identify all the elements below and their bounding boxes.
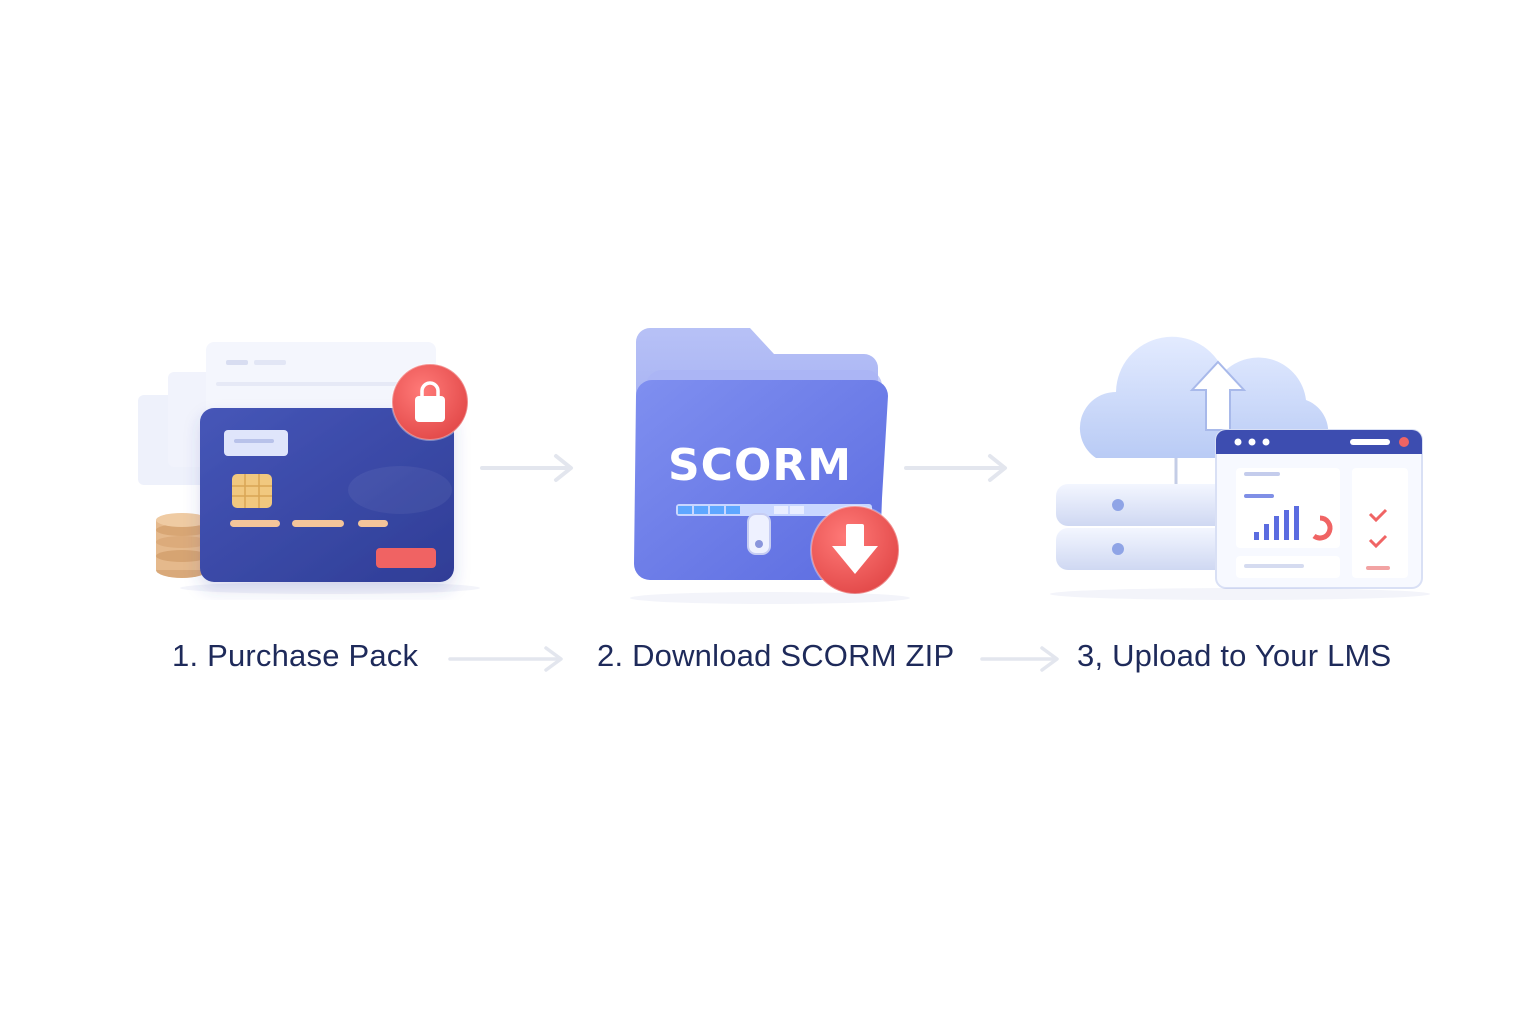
step-1-label: 1. Purchase Pack [172, 638, 419, 673]
zipper-icon [676, 504, 872, 555]
server-stack-icon [1056, 484, 1246, 570]
scorm-folder-illustration: SCORM [630, 328, 910, 604]
flow-arrow-icon [904, 454, 1007, 482]
folder-label: SCORM [668, 440, 852, 491]
purchase-illustration [138, 342, 480, 594]
step-3-label: 3, Upload to Your LMS [1077, 638, 1392, 673]
flow-arrow-icon [980, 646, 1059, 672]
download-arrow-icon [810, 505, 900, 595]
flow-arrow-icon [480, 454, 573, 482]
cloud-upload-icon [1079, 336, 1329, 498]
lms-dashboard-icon [1215, 429, 1423, 589]
lms-upload-illustration [1050, 336, 1430, 600]
shopping-bag-icon [391, 363, 469, 441]
step-2-label: 2. Download SCORM ZIP [597, 638, 955, 673]
flow-arrow-icon [448, 646, 563, 672]
coins-stack-icon [156, 513, 208, 578]
credit-card-icon [200, 408, 454, 582]
